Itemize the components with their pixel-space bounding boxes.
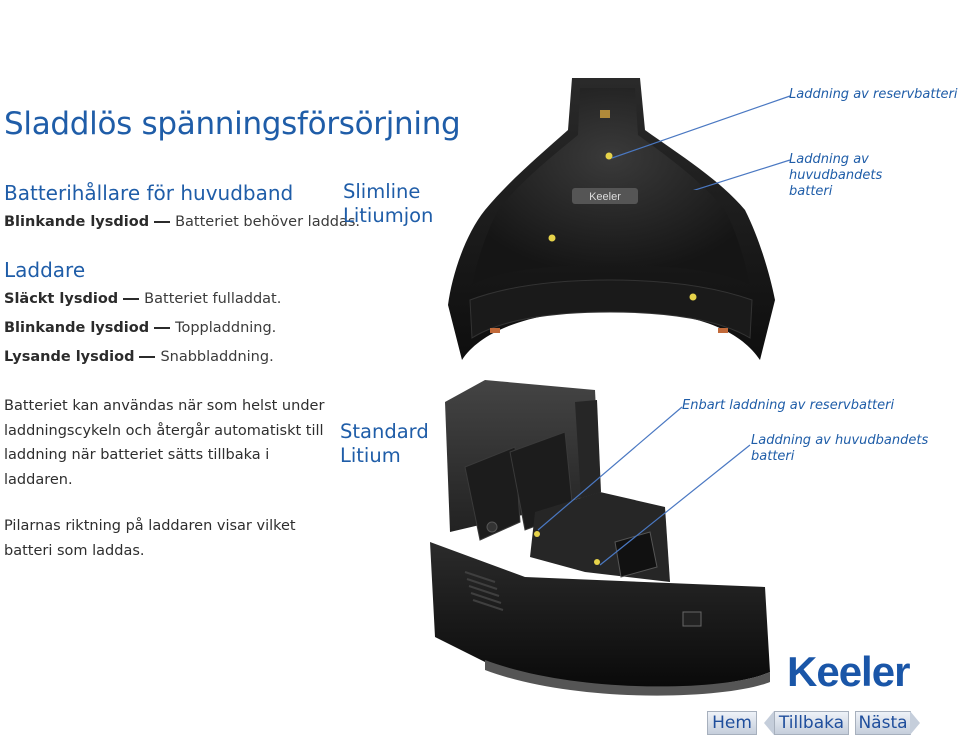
contact-icon bbox=[718, 328, 728, 333]
led-meaning: Batteriet behöver laddas. bbox=[175, 214, 361, 230]
standard-charger-image bbox=[430, 380, 770, 696]
paragraph-line: Pilarnas riktning på laddaren visar vilk… bbox=[4, 518, 296, 534]
callout-line bbox=[599, 444, 751, 566]
slimline-label: Slimline Litiumjon bbox=[343, 180, 433, 228]
charger-heading: Laddare bbox=[4, 258, 86, 282]
led-state: Blinkande lysdiod bbox=[4, 214, 150, 230]
back-button[interactable]: Tillbaka bbox=[774, 711, 849, 735]
led-meaning: Toppladdning. bbox=[175, 320, 277, 336]
standard-label: Standard Litium bbox=[340, 420, 429, 468]
led-state: Blinkande lysdiod bbox=[4, 320, 150, 336]
standard-label-line1: Standard bbox=[340, 420, 429, 443]
led-icon bbox=[689, 293, 697, 301]
callout-line bbox=[693, 159, 791, 190]
keeler-logo: Keeler bbox=[787, 648, 910, 695]
callout-line1: Laddning av huvudbandets bbox=[751, 433, 929, 448]
power-socket-icon bbox=[682, 611, 702, 627]
paragraph-line: laddningscykeln och återgår automatiskt … bbox=[4, 422, 324, 439]
led-icon bbox=[594, 559, 600, 565]
next-button[interactable]: Nästa bbox=[855, 711, 911, 735]
battery-holder-led-row: Blinkande lysdiod Batteriet behöver ladda… bbox=[4, 214, 360, 230]
dash bbox=[154, 221, 171, 223]
paragraph-line: laddaren. bbox=[4, 471, 73, 488]
page-title: Sladdlös spänningsförsörjning bbox=[4, 106, 461, 142]
screw-icon bbox=[486, 521, 498, 533]
paragraph-line: batteri som laddas. bbox=[4, 542, 145, 559]
home-button[interactable]: Hem bbox=[707, 711, 757, 735]
slimline-label-line1: Slimline bbox=[343, 180, 421, 203]
paragraph-line: Batteriet kan användas när som helst und… bbox=[4, 398, 325, 414]
callout-line bbox=[537, 406, 683, 531]
led-state: Lysande lysdiod bbox=[4, 349, 135, 365]
callout-reserve-battery: Laddning av reservbatteri bbox=[789, 87, 958, 102]
callout-main-battery: Laddning av huvudbandets batteri bbox=[789, 152, 960, 200]
callout-line2: batteri bbox=[751, 449, 795, 464]
top-callout-lines bbox=[611, 95, 791, 190]
led-icon bbox=[534, 531, 540, 537]
charger-led-row: Släckt lysdiod Batteriet fulladdat. bbox=[4, 291, 281, 307]
standard-label-line2: Litium bbox=[340, 444, 401, 467]
next-arrow-icon[interactable] bbox=[910, 711, 920, 735]
callout-line2: batteri bbox=[789, 184, 833, 199]
usage-paragraph: Batteriet kan användas när som helst und… bbox=[4, 394, 324, 492]
device-brand: Keeler bbox=[589, 191, 621, 203]
callout-reserve-only: Enbart laddning av reservbatteri bbox=[682, 398, 895, 413]
navigation-bar: Hem Tillbaka Nästa bbox=[707, 711, 927, 735]
dash bbox=[123, 298, 140, 300]
contact-icon bbox=[600, 110, 610, 118]
charger-led-row: Blinkande lysdiod Toppladdning. bbox=[4, 320, 276, 336]
charger-led-row: Lysande lysdiod Snabbladdning. bbox=[4, 349, 274, 365]
arrow-paragraph: Pilarnas riktning på laddaren visar vilk… bbox=[4, 514, 296, 563]
callout-main-battery-bottom: Laddning av huvudbandets batteri bbox=[751, 433, 928, 465]
contact-icon bbox=[490, 328, 500, 333]
slimline-charger-image: Keeler bbox=[448, 78, 775, 360]
keeler-plate bbox=[572, 188, 638, 204]
led-meaning: Batteriet fulladdat. bbox=[144, 291, 282, 307]
led-icon bbox=[548, 234, 556, 242]
dash bbox=[139, 356, 156, 358]
battery-holder-heading: Batterihållare för huvudband bbox=[4, 181, 294, 205]
led-state: Släckt lysdiod bbox=[4, 291, 119, 307]
callout-line1: Laddning av huvudbandets bbox=[789, 152, 883, 183]
callout-line bbox=[611, 95, 791, 159]
slimline-label-line2: Litiumjon bbox=[343, 204, 434, 227]
led-icon bbox=[605, 152, 613, 160]
paragraph-line: laddning när batteriet sätts tillbaka i bbox=[4, 447, 270, 463]
bottom-callout-lines bbox=[537, 406, 751, 566]
back-arrow-icon[interactable] bbox=[764, 711, 774, 735]
dash bbox=[154, 327, 171, 329]
vent-grille bbox=[464, 571, 504, 611]
led-meaning: Snabbladdning. bbox=[160, 349, 274, 365]
